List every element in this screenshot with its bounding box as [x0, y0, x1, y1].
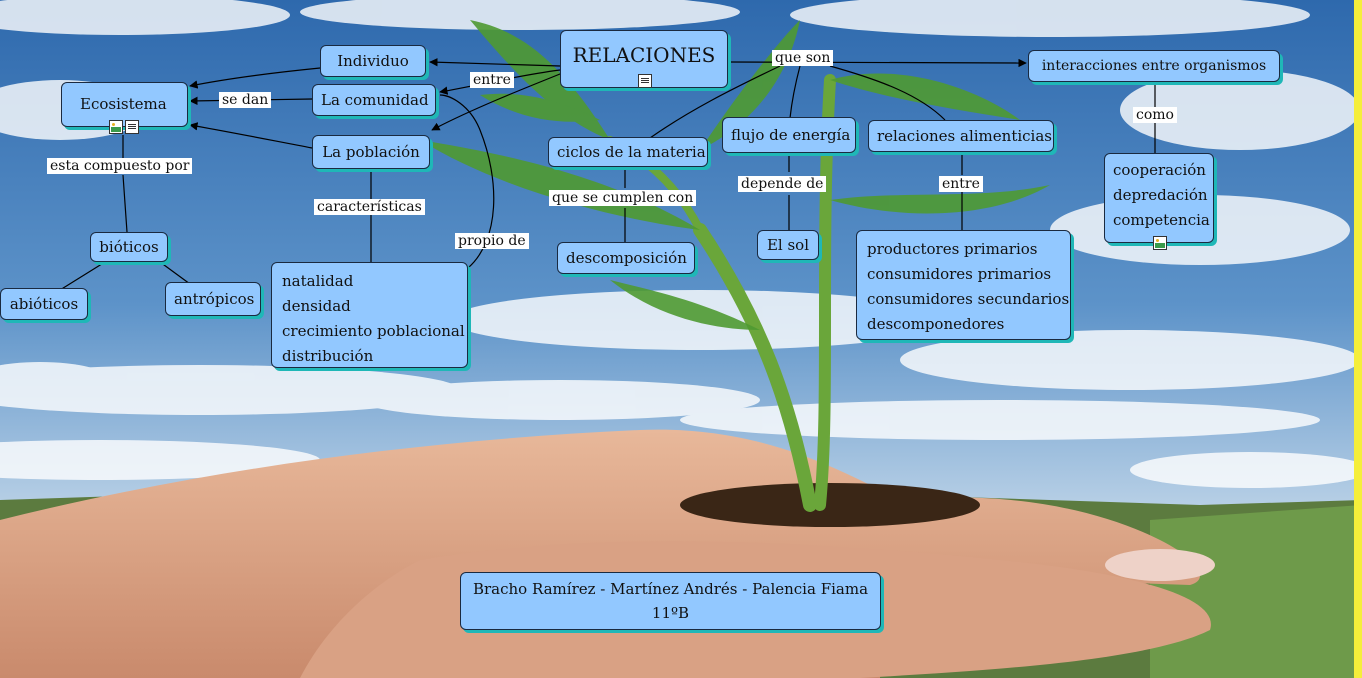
list-item: consumidores secundarios: [867, 290, 1070, 308]
link-ecosistema-bioticos: [122, 135, 128, 233]
image-icon[interactable]: [109, 120, 123, 134]
node-antropicos[interactable]: antrópicos: [165, 282, 261, 316]
note-icon[interactable]: [638, 74, 652, 88]
list-item: natalidad: [282, 272, 354, 290]
list-item: cooperación: [1113, 161, 1206, 179]
side-strip: [1354, 0, 1362, 678]
node-interacciones-label: interacciones entre organismos: [1041, 58, 1267, 74]
node-alimenticias-label: relaciones alimenticias: [877, 127, 1052, 145]
node-flujo-label: flujo de energía: [731, 126, 851, 144]
list-item: competencia: [1113, 211, 1210, 229]
label-que-se-cumplen-con: que se cumplen con: [549, 190, 697, 206]
grade-text: 11ºB: [651, 604, 690, 622]
link-queson-alimenticias: [829, 65, 946, 121]
node-abioticos[interactable]: abióticos: [0, 288, 88, 320]
node-ciclos-label: ciclos de la materia: [557, 143, 706, 161]
authors-text: Bracho Ramírez - Martínez Andrés - Palen…: [472, 580, 869, 598]
link-relaciones-poblacion: [431, 71, 566, 131]
node-ciclos[interactable]: ciclos de la materia: [548, 137, 708, 167]
node-abioticos-label: abióticos: [9, 295, 79, 313]
list-item: densidad: [282, 297, 351, 315]
node-sol[interactable]: El sol: [757, 230, 819, 260]
relaciones-icons: [637, 74, 653, 88]
label-entre: entre: [470, 72, 514, 88]
node-interacciones[interactable]: interacciones entre organismos: [1028, 50, 1280, 82]
node-bioticos-label: bióticos: [99, 238, 159, 256]
node-descomposicion[interactable]: descomposición: [557, 242, 695, 274]
label-esta-compuesto-por: esta compuesto por: [47, 158, 193, 174]
link-relaciones-individuo: [429, 58, 561, 67]
interacciones-icons: [1152, 236, 1168, 250]
link-bioticos-abioticos: [59, 261, 106, 291]
link-bioticos-antropicos: [159, 261, 191, 285]
node-ecosistema[interactable]: Ecosistema: [61, 82, 188, 127]
node-antropicos-label: antrópicos: [174, 290, 255, 308]
label-que-son: que son: [772, 50, 834, 66]
node-flujo[interactable]: flujo de energía: [722, 117, 856, 153]
label-como: como: [1133, 107, 1177, 123]
node-alimenticias[interactable]: relaciones alimenticias: [868, 120, 1054, 152]
ecosistema-icons: [108, 120, 140, 134]
node-authors[interactable]: Bracho Ramírez - Martínez Andrés - Palen…: [460, 572, 881, 630]
node-comunidad[interactable]: La comunidad: [312, 84, 436, 116]
node-individuo[interactable]: Individuo: [320, 45, 426, 77]
node-descomposicion-label: descomposición: [566, 249, 687, 267]
node-bioticos[interactable]: bióticos: [90, 232, 168, 262]
node-caracteristicas-list[interactable]: natalidad densidad crecimiento poblacion…: [271, 262, 468, 368]
label-entre-alimenticias: entre: [939, 176, 983, 192]
link-queson-flujo: [789, 65, 801, 119]
label-caracteristicas: características: [314, 199, 425, 215]
node-ecosistema-label: Ecosistema: [80, 95, 167, 113]
node-interacciones-list[interactable]: cooperación depredación competencia: [1104, 153, 1214, 243]
label-depende-de: depende de: [738, 176, 827, 192]
node-alimenticias-list[interactable]: productores primarios consumidores prima…: [856, 230, 1071, 340]
list-item: depredación: [1113, 186, 1208, 204]
label-se-dan: se dan: [219, 92, 272, 108]
label-propio-de: propio de: [455, 233, 529, 249]
node-individuo-label: Individuo: [337, 52, 409, 70]
node-poblacion-label: La población: [322, 143, 420, 161]
list-item: consumidores primarios: [867, 265, 1052, 283]
node-relaciones-label: RELACIONES: [572, 43, 716, 67]
image-icon[interactable]: [1153, 236, 1167, 250]
node-poblacion[interactable]: La población: [312, 135, 430, 169]
note-icon[interactable]: [125, 120, 139, 134]
node-comunidad-label: La comunidad: [321, 91, 429, 109]
link-poblacion-ecosistema: [189, 122, 313, 149]
list-item: productores primarios: [867, 240, 1038, 258]
node-sol-label: El sol: [766, 236, 810, 254]
link-queson-ciclos: [649, 65, 781, 139]
list-item: descomponedores: [867, 315, 1005, 333]
list-item: distribución: [282, 347, 374, 365]
link-individuo-ecosistema: [189, 67, 321, 89]
list-item: crecimiento poblacional: [282, 322, 465, 340]
